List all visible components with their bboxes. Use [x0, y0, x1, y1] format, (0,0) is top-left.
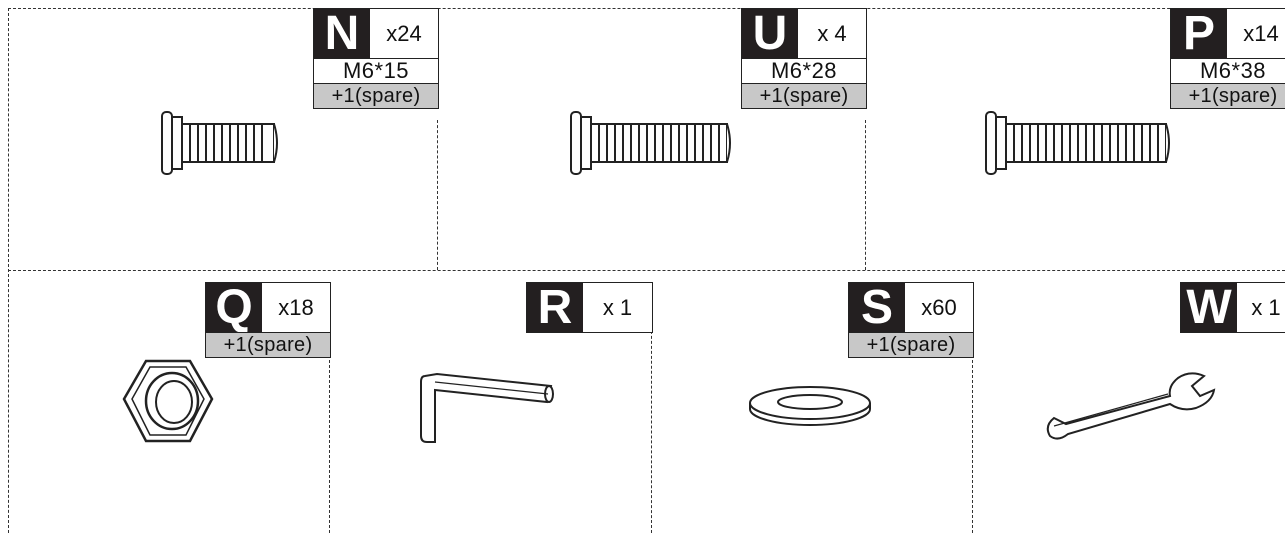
grid-line-v4	[651, 316, 652, 533]
part-label-n: N x24 M6*15 +1(spare)	[313, 8, 439, 109]
short-bolt-icon	[161, 111, 278, 175]
part-spare: +1(spare)	[849, 332, 973, 357]
part-letter: U	[742, 9, 798, 58]
grid-line-v5	[972, 360, 973, 533]
medium-bolt-icon	[570, 111, 731, 175]
allen-key-icon	[420, 372, 554, 443]
part-letter: Q	[206, 283, 262, 332]
part-quantity: x14	[1243, 21, 1279, 46]
part-spare: +1(spare)	[314, 83, 438, 108]
part-label-w: W x 1	[1180, 282, 1285, 333]
part-quantity: x 4	[817, 21, 847, 46]
part-letter: N	[314, 9, 370, 58]
part-label-u: U x 4 M6*28 +1(spare)	[741, 8, 867, 109]
part-label-r: R x 1	[526, 282, 653, 333]
part-label-q: Q x18 +1(spare)	[205, 282, 331, 358]
grid-line-top	[8, 8, 1285, 9]
part-label-s: S x60 +1(spare)	[848, 282, 974, 358]
part-quantity: x 1	[1251, 295, 1281, 320]
long-bolt-icon	[985, 111, 1170, 175]
grid-line-v2	[865, 120, 866, 270]
part-spare: +1(spare)	[1171, 83, 1285, 108]
part-quantity: x 1	[602, 295, 633, 320]
part-spare: +1(spare)	[206, 332, 330, 357]
grid-line-v3	[329, 360, 330, 533]
part-size: M6*15	[314, 58, 438, 83]
part-letter: P	[1171, 9, 1227, 58]
washer-icon	[749, 386, 871, 426]
part-label-p: P x14 M6*38 +1(spare)	[1170, 8, 1285, 109]
part-spare: +1(spare)	[742, 83, 866, 108]
hex-nut-icon	[122, 359, 214, 443]
part-letter: R	[527, 283, 583, 332]
grid-line-v1	[437, 120, 438, 270]
grid-line-middle	[8, 270, 1285, 271]
part-quantity: x18	[278, 295, 314, 320]
part-size: M6*38	[1171, 58, 1285, 83]
grid-line-left	[8, 8, 9, 533]
part-quantity: x60	[921, 295, 957, 320]
part-letter: W	[1181, 283, 1237, 332]
part-size: M6*28	[742, 58, 866, 83]
part-letter: S	[849, 283, 905, 332]
part-quantity: x24	[386, 21, 422, 46]
wrench-icon	[1046, 372, 1216, 440]
